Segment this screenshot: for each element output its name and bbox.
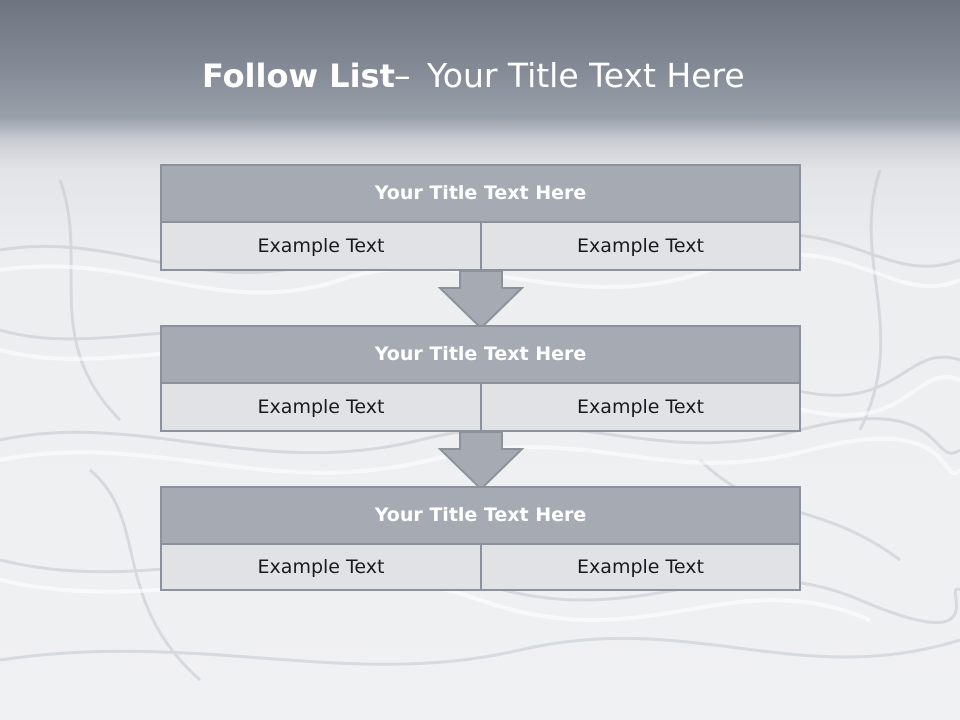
- title-bold: Follow List: [202, 57, 395, 95]
- step-1-heading: Your Title Text Here: [160, 164, 801, 223]
- step-1: Your Title Text Here Example Text Exampl…: [160, 164, 801, 272]
- title-dash: –: [394, 56, 411, 95]
- slide-title: Follow List – Your Title Text Here: [0, 54, 960, 98]
- step-1-right-cell: Example Text: [480, 221, 801, 271]
- step-3: Your Title Text Here Example Text Exampl…: [160, 486, 801, 592]
- down-arrow-icon: [438, 431, 524, 491]
- step-1-left-cell: Example Text: [160, 221, 482, 271]
- step-3-left-cell: Example Text: [160, 543, 482, 591]
- step-2-right-cell: Example Text: [480, 382, 801, 432]
- step-2: Your Title Text Here Example Text Exampl…: [160, 325, 801, 433]
- title-subtitle: Your Title Text Here: [427, 56, 745, 95]
- step-2-left-cell: Example Text: [160, 382, 482, 432]
- step-3-right-cell: Example Text: [480, 543, 801, 591]
- step-2-heading: Your Title Text Here: [160, 325, 801, 384]
- down-arrow-icon: [438, 270, 524, 330]
- step-3-heading: Your Title Text Here: [160, 486, 801, 545]
